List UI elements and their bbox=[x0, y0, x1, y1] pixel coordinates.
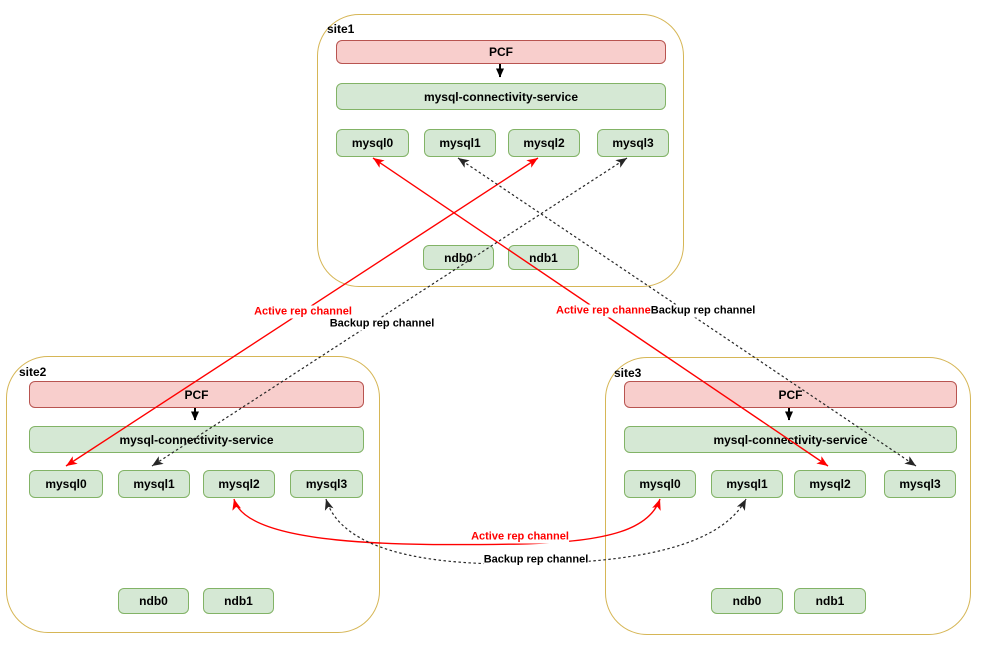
site2-container: site2 PCF mysql-connectivity-service mys… bbox=[6, 356, 380, 633]
site3-mysql0-box: mysql0 bbox=[624, 470, 696, 498]
site3-ndb0-box: ndb0 bbox=[711, 588, 783, 614]
site1-mysql1-box: mysql1 bbox=[424, 129, 496, 157]
site3-mysql2-box: mysql2 bbox=[794, 470, 866, 498]
site1-pcf-box: PCF bbox=[336, 40, 666, 64]
site2-mysql2-box: mysql2 bbox=[203, 470, 275, 498]
site3-pcf-box: PCF bbox=[624, 381, 957, 408]
bottom-backup-rep-channel-label: Backup rep channel bbox=[483, 553, 589, 567]
site3-mysql1-box: mysql1 bbox=[711, 470, 783, 498]
site2-label: site2 bbox=[19, 365, 47, 379]
left-backup-rep-channel-label: Backup rep channel bbox=[329, 317, 435, 331]
site1-mysql0-box: mysql0 bbox=[336, 129, 409, 157]
right-backup-rep-channel-label: Backup rep channel bbox=[650, 304, 756, 317]
site3-label: site3 bbox=[614, 366, 642, 380]
site3-service-box: mysql-connectivity-service bbox=[624, 426, 957, 453]
site1-container: site1 PCF mysql-connectivity-service mys… bbox=[317, 14, 684, 287]
site2-ndb1-box: ndb1 bbox=[203, 588, 274, 614]
site2-mysql3-box: mysql3 bbox=[290, 470, 363, 498]
bottom-active-rep-channel-label: Active rep channel bbox=[471, 530, 569, 544]
site2-service-box: mysql-connectivity-service bbox=[29, 426, 364, 453]
site3-container: site3 PCF mysql-connectivity-service mys… bbox=[605, 357, 971, 635]
site1-ndb1-box: ndb1 bbox=[508, 245, 579, 270]
site1-label: site1 bbox=[327, 22, 355, 36]
site2-mysql0-box: mysql0 bbox=[29, 470, 103, 498]
site3-ndb1-box: ndb1 bbox=[794, 588, 866, 614]
right-active-rep-channel-label: Active rep channe bbox=[556, 304, 651, 317]
site2-ndb0-box: ndb0 bbox=[118, 588, 189, 614]
site1-ndb0-box: ndb0 bbox=[423, 245, 494, 270]
site1-mysql3-box: mysql3 bbox=[597, 129, 669, 157]
site2-mysql1-box: mysql1 bbox=[118, 470, 190, 498]
site2-pcf-box: PCF bbox=[29, 381, 364, 408]
site1-service-box: mysql-connectivity-service bbox=[336, 83, 666, 110]
site3-mysql3-box: mysql3 bbox=[884, 470, 956, 498]
site1-mysql2-box: mysql2 bbox=[508, 129, 580, 157]
